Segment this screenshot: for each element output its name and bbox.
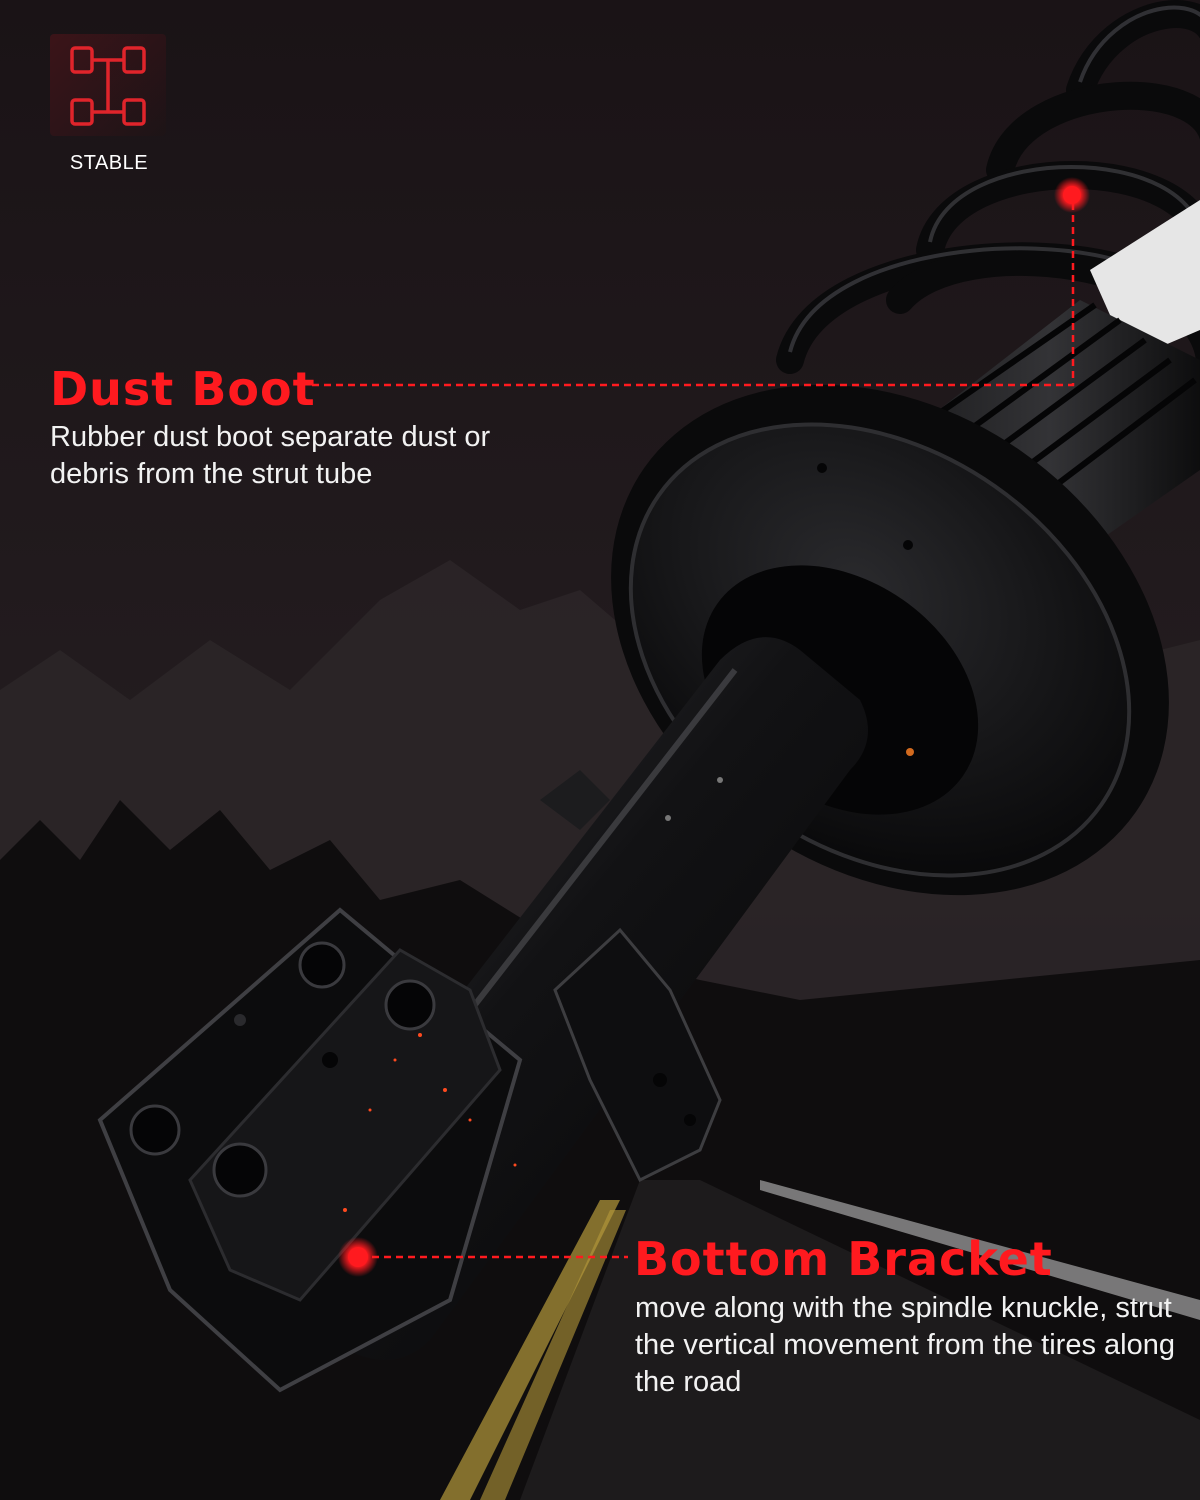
dust-boot-callout-line <box>312 195 1075 387</box>
background-road <box>440 1180 1200 1500</box>
side-bracket <box>540 770 722 1183</box>
dust-boot-title: Dust Boot <box>50 362 316 416</box>
bottom-bracket-description: move along with the spindle knuckle, str… <box>635 1292 1175 1398</box>
chassis-frame-icon <box>70 46 146 126</box>
stable-label: STABLE <box>69 152 149 174</box>
bottom-bracket-title: Bottom Bracket <box>634 1232 1053 1286</box>
spark-particles <box>343 1033 517 1212</box>
knuckle-bracket <box>97 907 523 1393</box>
dust-boot-description: Rubber dust boot separate dust or debris… <box>50 421 491 490</box>
stable-badge <box>50 34 166 136</box>
